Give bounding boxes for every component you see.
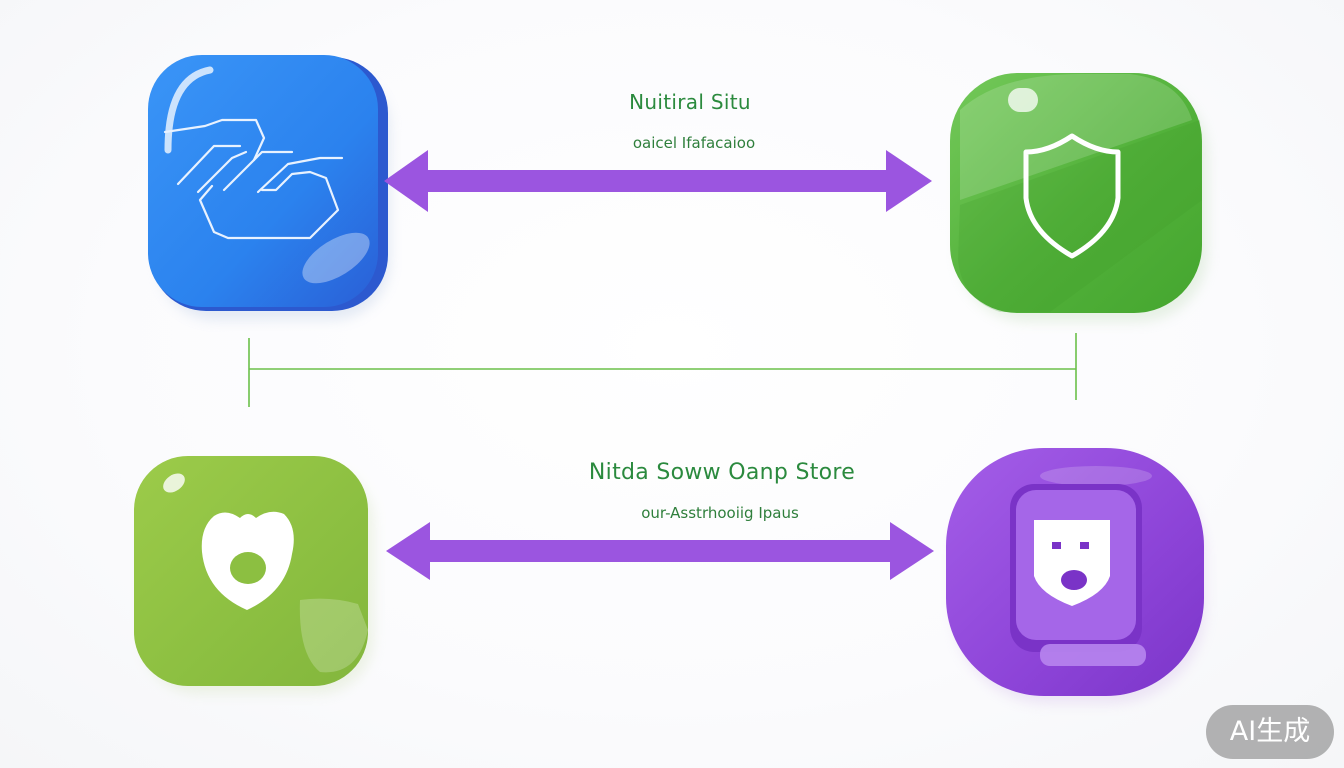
robot-badge-icon <box>1010 484 1146 666</box>
shield-icon <box>1023 133 1121 259</box>
circuit-icon <box>163 118 344 240</box>
node-bottom-left <box>134 456 368 686</box>
bracket-connector <box>248 333 1077 407</box>
node-top-right <box>950 73 1202 313</box>
heart-icon <box>201 511 294 610</box>
top-connection-title: Nuitiral Situ <box>629 90 751 114</box>
arrow-bottom <box>386 522 934 580</box>
ai-generated-badge: AI生成 <box>1206 705 1334 759</box>
arrow-top <box>384 150 932 212</box>
node-bottom-right <box>946 448 1204 696</box>
top-connection-subtitle: oaicel Ifafacaioo <box>632 134 756 152</box>
bottom-connection-subtitle: our-Asstrhooiig Ipaus <box>641 504 799 522</box>
node-top-left <box>148 55 388 311</box>
bottom-connection-title: Nitda Soww Oanp Store <box>588 460 856 485</box>
